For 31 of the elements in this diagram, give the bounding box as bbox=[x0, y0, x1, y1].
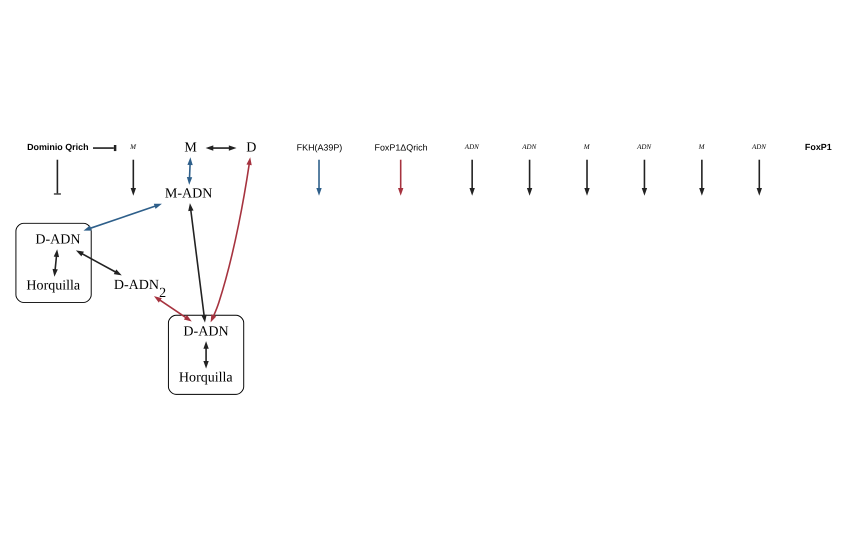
arrow bbox=[316, 159, 322, 196]
arrow bbox=[206, 144, 237, 150]
arrow bbox=[203, 340, 209, 368]
arrow bbox=[642, 159, 648, 196]
arrow bbox=[210, 156, 252, 322]
arrow bbox=[526, 159, 532, 196]
arrow bbox=[756, 159, 762, 196]
node-text: D bbox=[246, 139, 256, 156]
arrow bbox=[699, 159, 705, 196]
arrow bbox=[76, 250, 122, 275]
node-text: D-ADN bbox=[183, 322, 229, 339]
label: FoxP1 bbox=[804, 141, 832, 152]
arrow bbox=[469, 159, 475, 196]
arrow bbox=[186, 156, 193, 184]
node-text: FKH(A39P) bbox=[296, 142, 342, 152]
arrow bbox=[84, 203, 162, 230]
arrow bbox=[398, 159, 404, 196]
node-text: Horquilla bbox=[26, 276, 80, 293]
node-text: Dominio Qrich bbox=[27, 141, 89, 152]
arrow bbox=[188, 202, 207, 322]
node-text: M bbox=[184, 139, 197, 156]
connector bbox=[56, 159, 58, 193]
arrow bbox=[154, 296, 192, 322]
node-text: Horquilla bbox=[178, 368, 233, 385]
connector bbox=[92, 144, 116, 151]
arrow bbox=[52, 248, 60, 276]
arrow bbox=[130, 159, 136, 196]
node-text: FoxP1ΔQrich bbox=[374, 142, 428, 152]
node-text: M-ADN bbox=[164, 185, 212, 202]
arrow bbox=[584, 159, 590, 196]
node-text: D-ADN bbox=[35, 230, 81, 247]
